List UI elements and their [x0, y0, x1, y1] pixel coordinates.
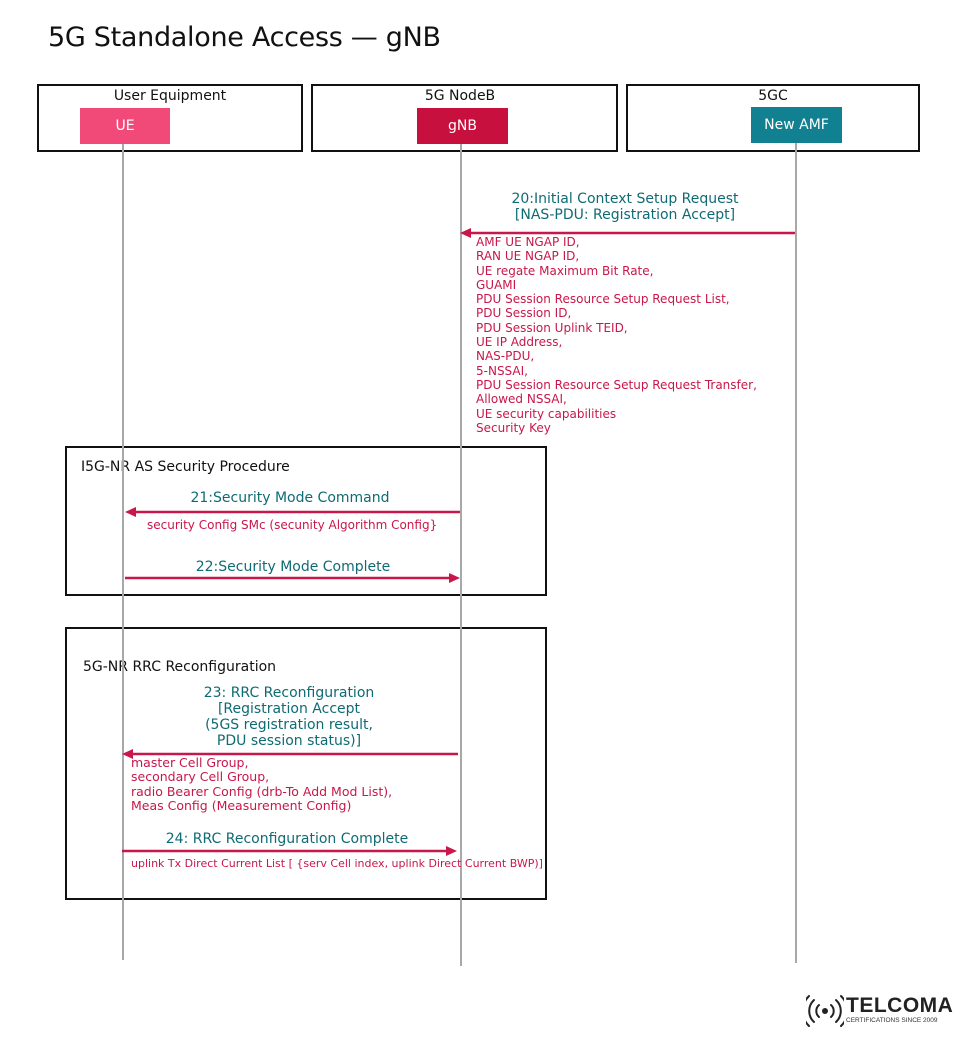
ue-lifeline — [122, 144, 124, 960]
amf-lifeline — [795, 143, 797, 963]
param-item: UE security capabilities — [476, 406, 617, 421]
rrc-procedure-box — [65, 627, 547, 900]
nodeb-box — [311, 84, 618, 152]
user-equipment-box — [37, 84, 303, 152]
message-23-line4: PDU session status)] — [216, 733, 362, 749]
param-item: AMF UE NGAP ID, — [476, 235, 580, 249]
message-20-label: 20:Initial Context Setup Request [NAS-PD… — [495, 191, 755, 223]
message-20-subtitle: [NAS-PDU: Registration Accept] — [514, 207, 736, 223]
param-item: Security Key — [476, 420, 551, 435]
message-24-param: uplink Tx Direct Current List [ {serv Ce… — [131, 857, 543, 870]
param-item: PDU Session Resource Setup Request Trans… — [476, 377, 757, 392]
arrowhead-24 — [446, 846, 457, 856]
rrc-procedure-title: 5G-NR RRC Reconfiguration — [83, 659, 277, 675]
ue-entity: UE — [80, 108, 170, 144]
param-item: PDU Session Uplink TEID, — [476, 320, 628, 335]
message-23-line2: [Registration Accept — [217, 701, 361, 717]
message-23-params: master Cell Group, secondary Cell Group,… — [131, 755, 393, 813]
param-item: 5-NSSAI, — [476, 363, 528, 378]
param-item: secondary Cell Group, — [131, 769, 270, 785]
telcoma-logo: TELCOMA CERTIFICATIONS SINCE 2009 — [806, 994, 954, 1028]
gnb-lifeline — [460, 144, 462, 966]
param-item: UE regate Maximum Bit Rate, — [476, 263, 654, 278]
param-item: Meas Config (Measurement Config) — [131, 797, 352, 813]
user-equipment-label: User Equipment — [113, 88, 227, 104]
param-item: PDU Session ID, — [476, 306, 572, 321]
logo-tagline: CERTIFICATIONS SINCE 2009 — [846, 1017, 938, 1024]
message-21-label: 21:Security Mode Command — [190, 490, 390, 506]
arrowhead-20 — [460, 228, 471, 238]
gnb-entity: gNB — [417, 108, 508, 144]
message-20-title: 20:Initial Context Setup Request — [511, 191, 739, 207]
param-item: RAN UE NGAP ID, — [476, 249, 580, 264]
param-item: Allowed NSSAI, — [476, 392, 567, 407]
param-item: PDU Session Resource Setup Request List, — [476, 292, 730, 307]
page-title: 5G Standalone Access — gNB — [48, 22, 441, 53]
signal-waves-icon — [806, 995, 844, 1027]
amf-entity: New AMF — [751, 107, 842, 143]
param-item: radio Bearer Config (drb-To Add Mod List… — [131, 783, 393, 799]
message-20-params: AMF UE NGAP ID, RAN UE NGAP ID, UE regat… — [476, 235, 757, 435]
nodeb-label: 5G NodeB — [424, 88, 496, 104]
security-procedure-title: I5G-NR AS Security Procedure — [81, 459, 290, 475]
message-24-label: 24: RRC Reconfiguration Complete — [165, 831, 409, 847]
core-box — [626, 84, 920, 152]
arrowhead-21 — [125, 507, 136, 517]
param-item: GUAMI — [476, 277, 517, 292]
param-item: master Cell Group, — [131, 755, 249, 770]
message-23-label: 23: RRC Reconfiguration [Registration Ac… — [159, 685, 419, 749]
message-23-line1: 23: RRC Reconfiguration — [203, 685, 375, 701]
param-item: NAS-PDU, — [476, 349, 535, 364]
logo-name: TELCOMA — [846, 994, 954, 1017]
message-23-line3: (5GS registration result, — [205, 717, 373, 733]
message-22-label: 22:Security Mode Complete — [195, 559, 391, 575]
security-procedure-box — [65, 446, 547, 596]
core-label: 5GC — [758, 88, 788, 104]
arrowhead-22 — [449, 573, 460, 583]
message-21-param: security Config SMc (secunity Algorithm … — [147, 518, 438, 532]
arrowhead-23 — [122, 749, 133, 759]
param-item: UE IP Address, — [476, 335, 563, 350]
